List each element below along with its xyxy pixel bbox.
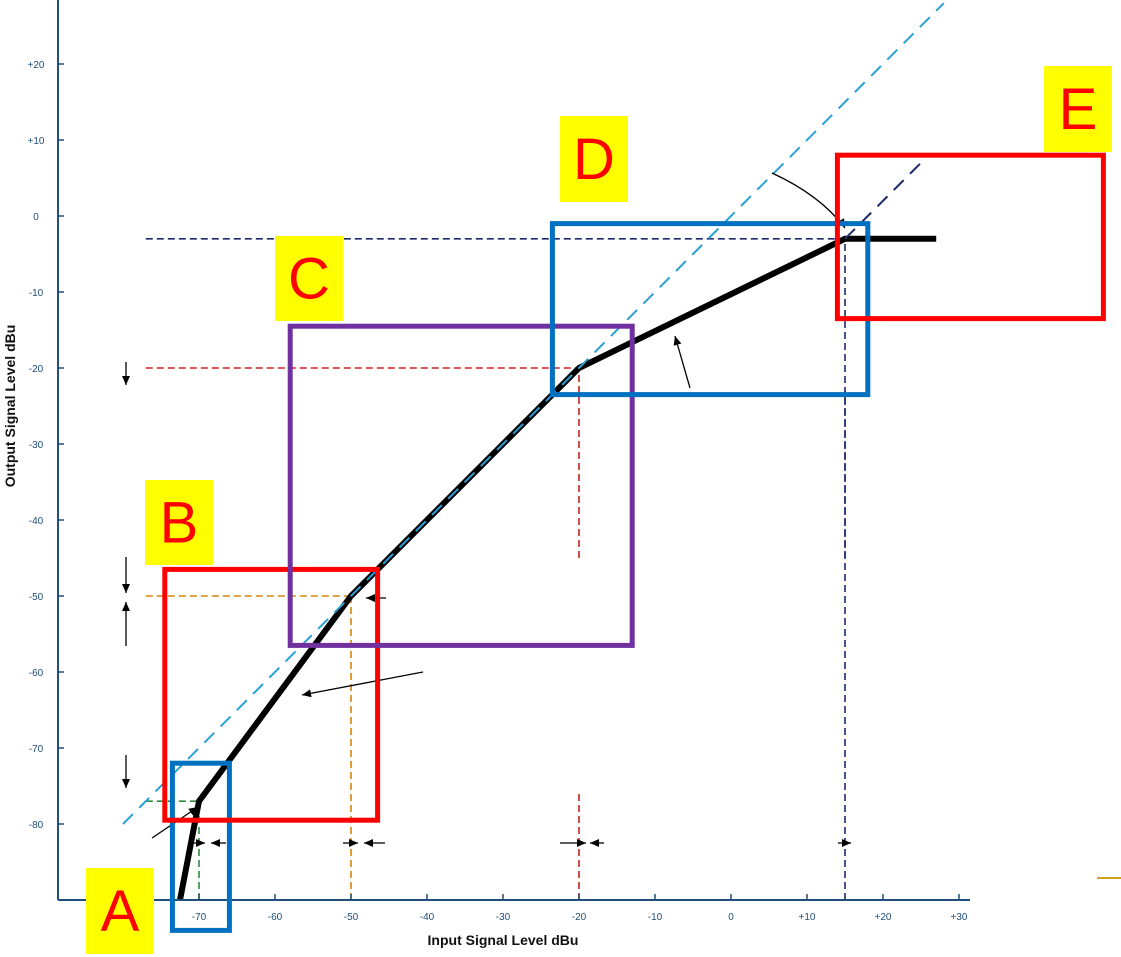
arrow-curve <box>771 172 846 229</box>
arrowhead <box>122 602 130 611</box>
x-tick-label: +20 <box>875 912 892 923</box>
arrow-annotations <box>122 172 1121 879</box>
y-tick-label: -20 <box>29 364 44 375</box>
arrow-line <box>301 671 424 696</box>
annotation-box <box>169 760 232 933</box>
annotation-box <box>287 323 635 648</box>
annotation-label-bg <box>560 116 628 202</box>
arrowhead <box>211 839 220 847</box>
y-tick-label: -10 <box>29 288 44 299</box>
annotation-label: A <box>101 879 140 944</box>
x-tick-label: +10 <box>799 912 816 923</box>
y-tick-label: -40 <box>29 516 44 527</box>
arrowhead <box>188 807 198 816</box>
annotation-label: D <box>573 127 615 192</box>
annotation-box <box>549 221 871 398</box>
y-axis-label: Output Signal Level dBu <box>2 325 18 488</box>
annotation-label-bg <box>275 236 343 321</box>
y-tick-label: +20 <box>28 60 45 71</box>
y-tick-label: +10 <box>28 136 45 147</box>
y-tick-label: -60 <box>29 668 44 679</box>
x-axis-label: Input Signal Level dBu <box>428 932 579 948</box>
dashed-slope-line <box>844 162 922 240</box>
arrowhead <box>577 839 586 847</box>
annotation-label: C <box>288 247 330 312</box>
arrowhead <box>364 839 373 847</box>
annotation-label-bg <box>86 868 154 954</box>
x-tick-label: -60 <box>268 912 283 923</box>
y-tick-label: -50 <box>29 592 44 603</box>
dashed-slope-line <box>122 2 945 825</box>
annotation-box <box>834 152 1106 322</box>
y-tick-label: -70 <box>29 744 44 755</box>
x-tick-label: 0 <box>728 912 734 923</box>
arrowhead <box>196 839 205 847</box>
annotation-boxes: A B C D E <box>86 66 1112 954</box>
x-tick-label: -70 <box>192 912 207 923</box>
arrowhead <box>842 839 851 847</box>
arrowhead <box>122 584 130 593</box>
annotation-label-bg <box>145 480 213 565</box>
annotation-label-bg <box>1044 66 1112 152</box>
x-tick-label: -10 <box>648 912 663 923</box>
arrowhead <box>302 689 312 698</box>
arrowhead <box>122 779 130 788</box>
arrowhead <box>349 839 358 847</box>
series-lines <box>122 2 945 900</box>
x-tick-label: -40 <box>420 912 435 923</box>
x-tick-label: -30 <box>496 912 511 923</box>
y-tick-label: 0 <box>33 212 39 223</box>
arrow-line <box>674 335 691 389</box>
arrowhead <box>366 594 375 602</box>
annotation-box <box>162 566 381 823</box>
x-tick-label: +30 <box>951 912 968 923</box>
arrowhead <box>122 376 130 385</box>
arrowhead <box>590 839 599 847</box>
arrowhead <box>673 336 682 346</box>
y-tick-label: -80 <box>29 820 44 831</box>
axes: -70 -60 -50 -40 -30 -20 -10 0 +10 +20 +30 +20 +10 0 -1… <box>28 0 970 923</box>
x-tick-label: -20 <box>572 912 587 923</box>
annotation-label: E <box>1059 77 1098 142</box>
x-tick-label: -50 <box>344 912 359 923</box>
y-tick-label: -30 <box>29 440 44 451</box>
annotation-label: B <box>160 491 199 556</box>
